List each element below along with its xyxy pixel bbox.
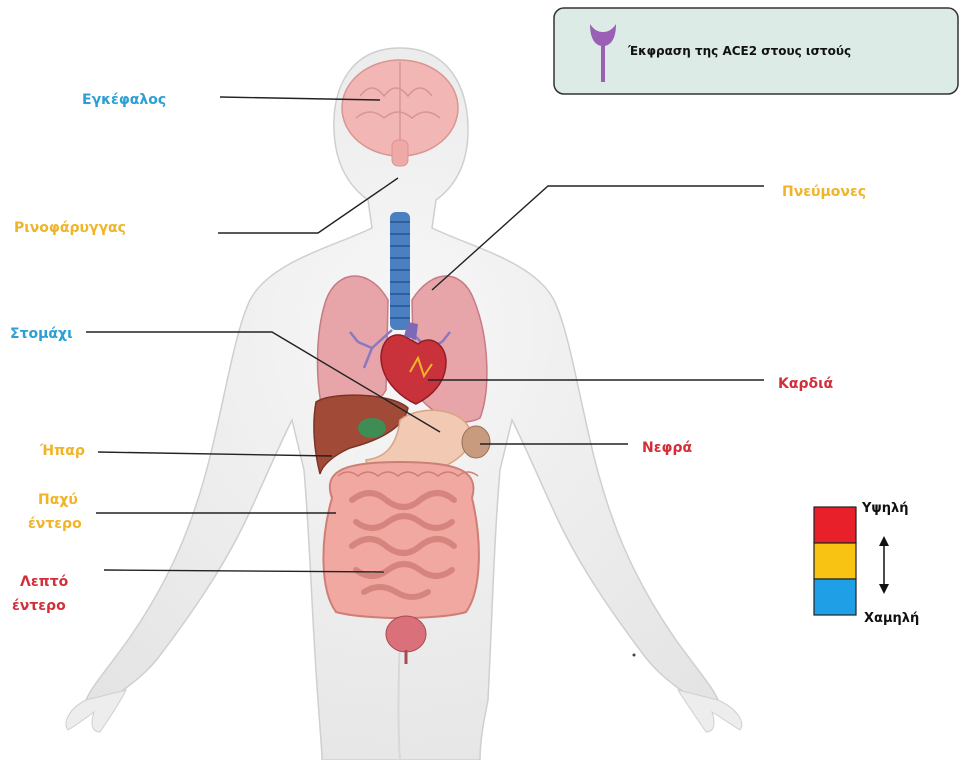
scale-high-label: Υψηλή [861,501,908,516]
scale-high-swatch [814,507,856,543]
double-arrow-icon [879,536,889,594]
dot-marker [633,654,636,657]
label-lungs: Πνεύμονες [782,184,866,200]
label-large-intestine-line1: Παχύ [38,492,78,508]
label-small-intestine-line1: Λεπτό [20,574,69,590]
scale-mid-swatch [814,543,856,579]
trachea [390,212,410,330]
scale-low-swatch [814,579,856,615]
legend-title: Έκφραση της ACE2 στους ιστούς [627,44,851,58]
expression-scale: Υψηλή Χαμηλή [814,501,919,626]
scale-low-label: Χαμηλή [864,611,919,626]
label-stomach: Στομάχι [10,326,73,342]
kidney-organ [462,426,490,458]
legend-box: Έκφραση της ACE2 στους ιστούς [554,8,958,94]
label-large-intestine-line2: έντερο [28,516,82,532]
label-nasopharynx: Ρινοφάρυγγας [14,220,126,236]
label-liver: Ήπαρ [39,443,85,459]
label-kidneys: Νεφρά [642,440,692,456]
label-brain: Εγκέφαλος [82,92,166,108]
label-heart: Καρδιά [778,376,834,392]
label-small-intestine-line2: έντερο [12,598,66,614]
